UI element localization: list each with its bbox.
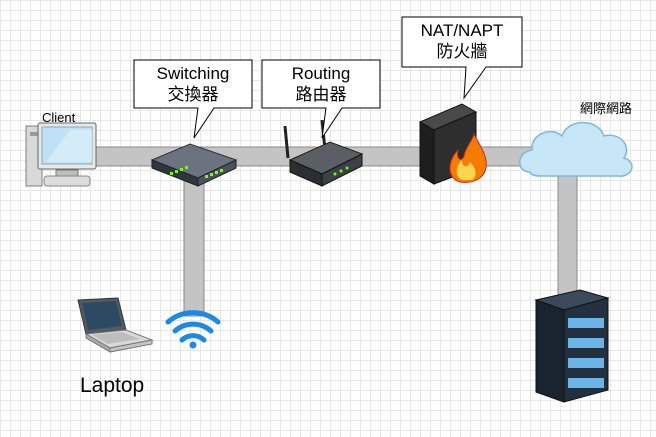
server-rack-icon [534,289,610,403]
firewall-icon [418,103,487,185]
router-callout [261,59,381,139]
client-desktop-icon [25,122,97,187]
switch-label-line2: 交換器 [167,85,219,104]
internet-label: 網際網路 [580,101,633,116]
firewall-label-line2: 防火牆 [436,42,488,61]
internet-cloud-icon [519,121,633,177]
wifi-icon [165,310,221,349]
connector-switch-wifi [183,165,205,317]
router-label: Routing 路由器 [261,63,381,105]
switch-icon [150,143,238,187]
switch-label-line1: Switching [156,64,230,83]
firewall-label: NAT/NAPT 防火牆 [402,20,522,62]
switch-label: Switching 交換器 [133,63,253,105]
router-label-line1: Routing [291,64,351,83]
router-icon [283,119,364,187]
client-label: Client [42,110,76,125]
connector-internet-server [557,174,578,296]
laptop-label: Laptop [80,374,145,397]
router-label-line2: 路由器 [295,85,347,104]
firewall-callout [401,16,523,100]
switch-callout [133,59,253,139]
firewall-label-line1: NAT/NAPT [420,21,504,40]
laptop-icon [77,297,154,353]
